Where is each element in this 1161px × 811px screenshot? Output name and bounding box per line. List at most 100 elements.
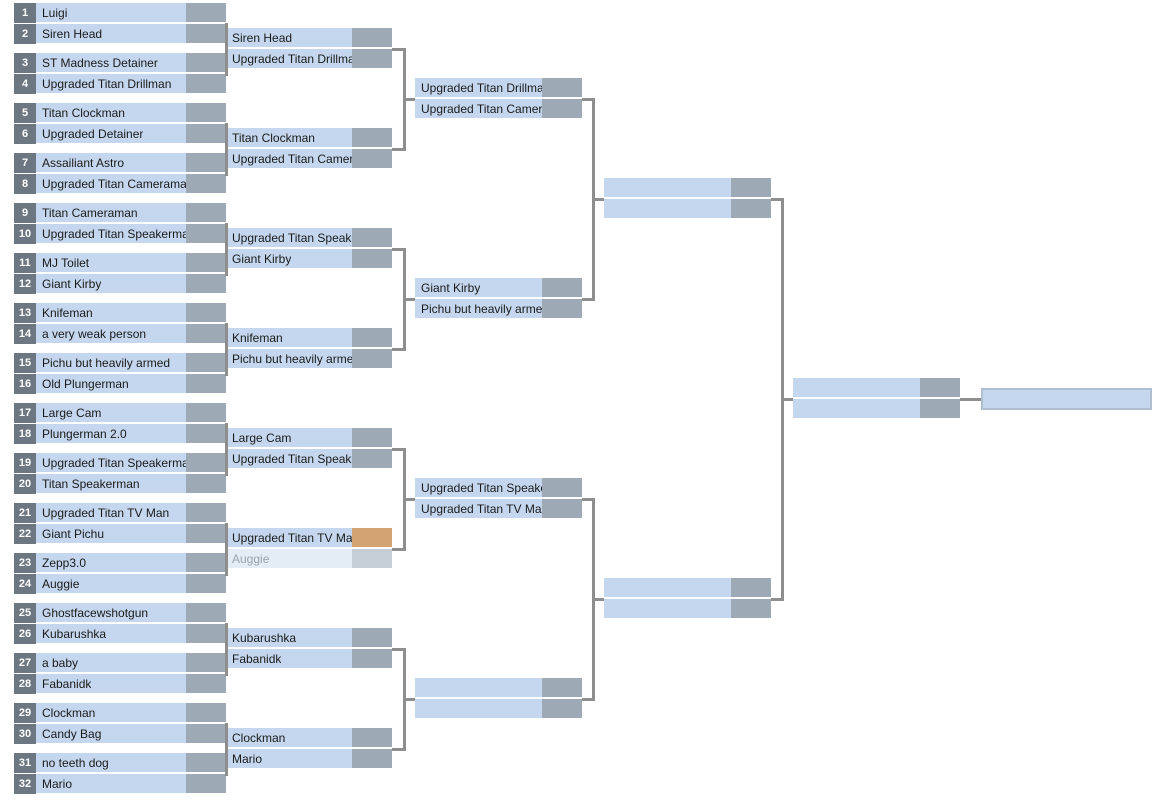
participant-slot[interactable]: Siren Head bbox=[36, 24, 186, 44]
participant-slot[interactable]: Upgraded Titan TV Man bbox=[36, 503, 186, 523]
participant-slot[interactable]: Giant Pichu bbox=[36, 524, 186, 544]
participant-slot[interactable]: Plungerman 2.0 bbox=[36, 424, 186, 444]
participant-slot[interactable]: Ghostfacewshotgun bbox=[36, 603, 186, 623]
participant-slot[interactable]: Upgraded Titan TV Man bbox=[226, 528, 359, 548]
bracket-connector bbox=[225, 523, 228, 576]
participant-slot[interactable] bbox=[415, 678, 542, 698]
participant-slot[interactable]: Knifeman bbox=[226, 328, 352, 348]
participant-slot[interactable]: Kubarushka bbox=[36, 624, 186, 644]
seed-number: 6 bbox=[14, 124, 36, 144]
score-box bbox=[352, 149, 392, 169]
participant-name: ST Madness Detainer bbox=[42, 56, 158, 70]
participant-slot[interactable]: Assailiant Astro bbox=[36, 153, 186, 173]
participant-slot[interactable]: Knifeman bbox=[36, 303, 186, 323]
participant-slot[interactable]: a very weak person bbox=[36, 324, 186, 344]
score-box bbox=[186, 124, 226, 144]
participant-slot[interactable]: Upgraded Titan Speakerman bbox=[226, 228, 385, 248]
participant-slot[interactable]: Upgraded Titan Speakerman bbox=[36, 224, 195, 244]
participant-slot[interactable]: Candy Bag bbox=[36, 724, 186, 744]
score-box bbox=[542, 499, 582, 519]
participant-slot[interactable]: Upgraded Titan Drillman bbox=[36, 74, 186, 94]
participant-name: MJ Toilet bbox=[42, 256, 90, 270]
participant-slot[interactable]: Upgraded Titan Cameraman bbox=[415, 99, 572, 119]
score-box bbox=[920, 378, 960, 398]
participant-slot[interactable]: Siren Head bbox=[226, 28, 352, 48]
bracket-connector bbox=[593, 598, 604, 601]
score-box bbox=[542, 299, 582, 319]
participant-slot[interactable] bbox=[793, 378, 920, 398]
score-box bbox=[186, 624, 226, 644]
participant-slot[interactable]: Mario bbox=[226, 749, 352, 769]
participant-slot[interactable]: Pichu but heavily armed bbox=[226, 349, 360, 369]
participant-slot[interactable]: ST Madness Detainer bbox=[36, 53, 186, 73]
participant-slot[interactable]: Mario bbox=[36, 774, 186, 794]
participant-slot[interactable] bbox=[604, 578, 731, 598]
participant-slot[interactable]: Titan Clockman bbox=[36, 103, 186, 123]
participant-slot[interactable]: Upgraded Titan Speakerman bbox=[226, 449, 385, 469]
seed-number: 26 bbox=[14, 624, 36, 644]
participant-slot[interactable]: Zepp3.0 bbox=[36, 553, 186, 573]
participant-slot[interactable]: Upgraded Titan Drillman bbox=[415, 78, 550, 98]
participant-slot[interactable] bbox=[604, 178, 731, 198]
participant-slot[interactable]: Giant Kirby bbox=[36, 274, 186, 294]
participant-slot[interactable]: Old Plungerman bbox=[36, 374, 186, 394]
participant-slot[interactable]: Kubarushka bbox=[226, 628, 352, 648]
participant-slot[interactable]: Auggie bbox=[226, 549, 352, 569]
participant-slot[interactable]: Clockman bbox=[226, 728, 352, 748]
seed-number: 14 bbox=[14, 324, 36, 344]
participant-slot[interactable]: Pichu but heavily armed bbox=[415, 299, 549, 319]
score-box bbox=[186, 553, 226, 573]
participant-slot[interactable]: Giant Kirby bbox=[415, 278, 542, 298]
seed-number: 21 bbox=[14, 503, 36, 523]
score-box bbox=[731, 578, 771, 598]
score-box bbox=[542, 699, 582, 719]
participant-slot[interactable]: Clockman bbox=[36, 703, 186, 723]
participant-slot[interactable]: Upgraded Titan TV Man bbox=[415, 499, 548, 519]
participant-slot[interactable]: Upgraded Detainer bbox=[36, 124, 186, 144]
bracket-connector bbox=[593, 198, 604, 201]
score-box bbox=[352, 628, 392, 648]
participant-slot[interactable]: Pichu but heavily armed bbox=[36, 353, 186, 373]
participant-slot[interactable]: Giant Kirby bbox=[226, 249, 352, 269]
participant-name: Large Cam bbox=[232, 431, 292, 445]
score-box bbox=[731, 199, 771, 219]
seed-number: 29 bbox=[14, 703, 36, 723]
participant-slot[interactable] bbox=[415, 699, 542, 719]
participant-name: Upgraded Titan TV Man bbox=[232, 531, 360, 545]
score-box bbox=[352, 128, 392, 148]
participant-slot[interactable]: Large Cam bbox=[36, 403, 186, 423]
seed-number: 27 bbox=[14, 653, 36, 673]
participant-slot[interactable]: Titan Speakerman bbox=[36, 474, 186, 494]
participant-slot[interactable] bbox=[604, 199, 731, 219]
participant-slot[interactable]: Upgraded Titan Cameraman bbox=[226, 149, 383, 169]
participant-slot[interactable]: Fabanidk bbox=[226, 649, 352, 669]
participant-slot[interactable]: Titan Clockman bbox=[226, 128, 352, 148]
participant-slot[interactable] bbox=[793, 399, 920, 419]
seed-number: 12 bbox=[14, 274, 36, 294]
participant-name: Upgraded Titan TV Man bbox=[42, 506, 170, 520]
participant-name: Titan Cameraman bbox=[42, 206, 138, 220]
participant-slot[interactable]: a baby bbox=[36, 653, 186, 673]
participant-slot[interactable]: Fabanidk bbox=[36, 674, 186, 694]
participant-slot[interactable]: Upgraded Titan Drillman bbox=[226, 49, 361, 69]
participant-slot[interactable]: MJ Toilet bbox=[36, 253, 186, 273]
bracket-connector bbox=[225, 323, 228, 376]
score-box bbox=[186, 374, 226, 394]
score-box bbox=[186, 103, 226, 123]
bracket-connector bbox=[404, 98, 415, 101]
participant-slot[interactable]: no teeth dog bbox=[36, 753, 186, 773]
participant-slot[interactable]: Large Cam bbox=[226, 428, 352, 448]
score-box bbox=[186, 153, 226, 173]
score-box bbox=[186, 24, 226, 44]
participant-slot[interactable]: Upgraded Titan Cameraman bbox=[36, 174, 193, 194]
participant-slot[interactable]: Luigi bbox=[36, 3, 186, 23]
participant-slot[interactable]: Auggie bbox=[36, 574, 186, 594]
participant-name: Zepp3.0 bbox=[42, 556, 87, 570]
participant-slot[interactable]: Upgraded Titan Speakerman bbox=[36, 453, 195, 473]
participant-slot[interactable]: Upgraded Titan Speakerman bbox=[415, 478, 574, 498]
score-box bbox=[186, 774, 226, 794]
participant-name: Siren Head bbox=[232, 31, 293, 45]
participant-name: Upgraded Titan Drillman bbox=[232, 52, 362, 66]
participant-slot[interactable] bbox=[604, 599, 731, 619]
participant-slot[interactable]: Titan Cameraman bbox=[36, 203, 186, 223]
